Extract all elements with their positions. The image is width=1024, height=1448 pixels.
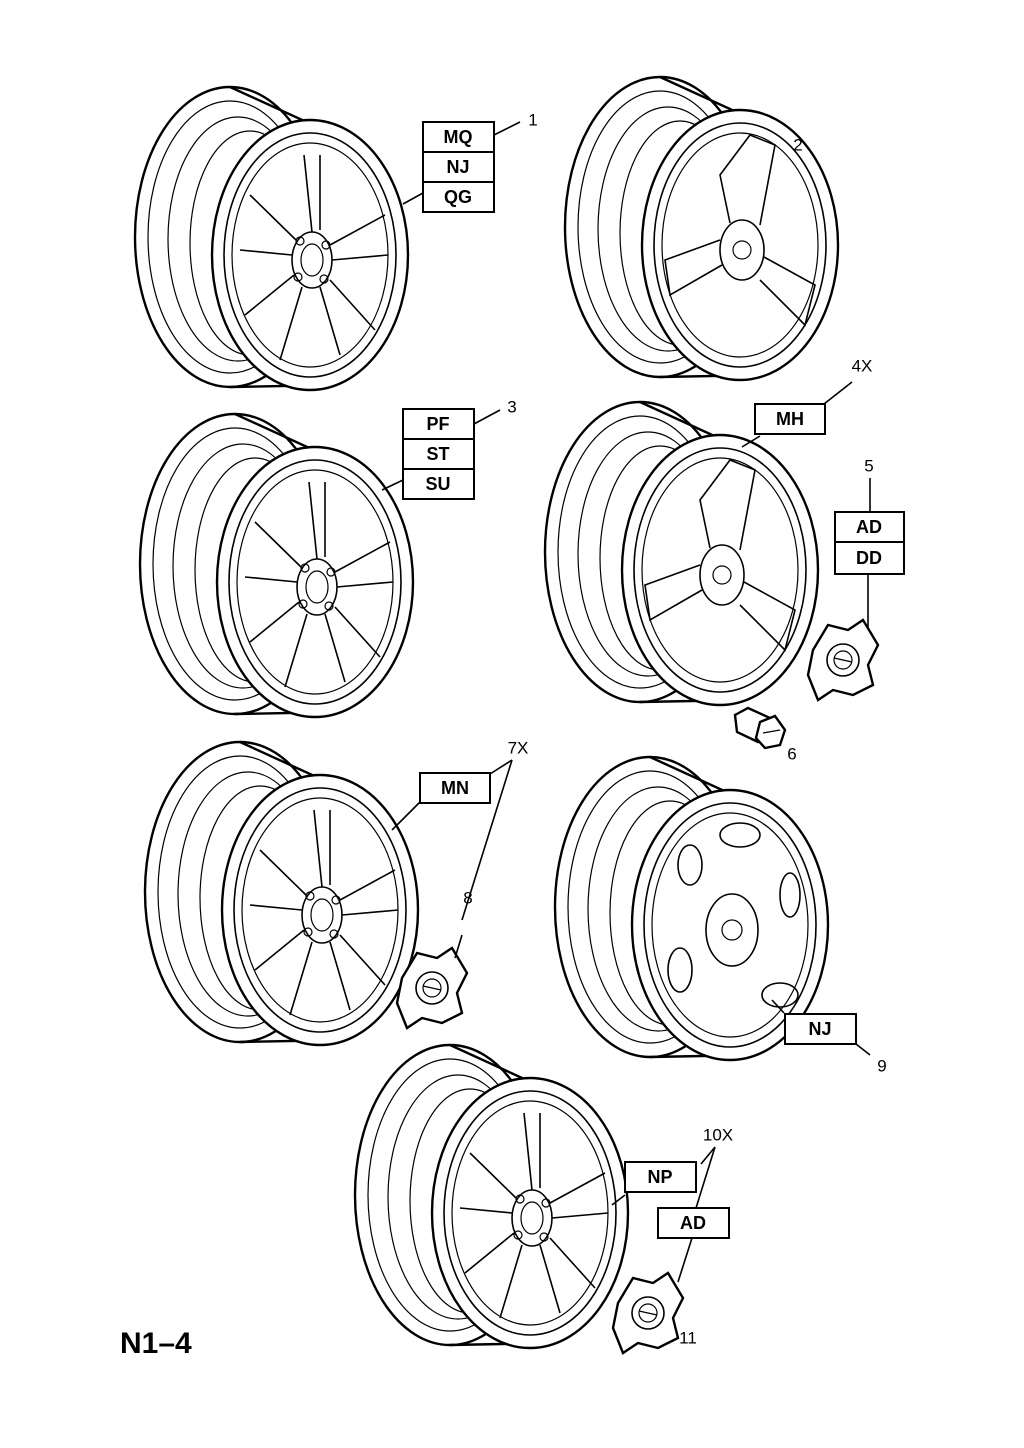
part-number-9: 9 xyxy=(877,1057,886,1076)
wheel-2-illustration xyxy=(565,77,838,380)
part-number-4: 4X xyxy=(852,357,873,376)
part-3-code-2: ST xyxy=(426,444,449,464)
part-5-code-2: DD xyxy=(856,548,882,568)
center-cap-5-icon xyxy=(806,618,880,702)
part-number-8: 8 xyxy=(463,889,472,908)
wheel-1-illustration xyxy=(135,87,408,390)
part-number-6: 6 xyxy=(787,745,796,764)
code-box-group-1: MQ NJ QG xyxy=(422,121,495,213)
code-box-group-5: AD DD xyxy=(834,511,905,575)
part-number-10: 10X xyxy=(703,1126,733,1145)
part-9-code-1: NJ xyxy=(808,1019,831,1039)
part-number-7: 7X xyxy=(508,739,529,758)
part-4-code-1: MH xyxy=(776,409,804,429)
part-number-5: 5 xyxy=(864,457,873,476)
part-1-code-3: QG xyxy=(444,187,472,207)
code-box-group-10: NP AD xyxy=(624,1161,730,1239)
wheel-10-illustration xyxy=(355,1045,628,1348)
code-box-group-3: PF ST SU xyxy=(402,408,475,500)
part-1-code-1: MQ xyxy=(444,127,473,147)
part-number-3: 3 xyxy=(507,398,516,417)
wheel-nut-icon xyxy=(733,706,787,750)
part-number-11: 11 xyxy=(679,1329,697,1348)
part-3-code-1: PF xyxy=(426,414,449,434)
code-box-group-9: NJ xyxy=(784,1013,857,1045)
wheel-4-illustration xyxy=(545,402,818,705)
wheel-3-illustration xyxy=(140,414,413,717)
page-identifier: N1–4 xyxy=(120,1327,192,1360)
part-5-code-1: AD xyxy=(856,517,882,537)
part-10-code-2: AD xyxy=(680,1213,706,1233)
leader-lines xyxy=(381,121,871,1283)
part-1-code-2: NJ xyxy=(446,157,469,177)
code-box-group-7: MN xyxy=(419,772,491,804)
part-3-code-3: SU xyxy=(425,474,450,494)
part-number-1: 1 xyxy=(528,111,537,130)
center-cap-11-icon xyxy=(611,1271,685,1355)
wheel-7-illustration xyxy=(145,742,418,1045)
part-10-code-1: NP xyxy=(647,1167,672,1187)
part-7-code-1: MN xyxy=(441,778,469,798)
part-number-2: 2 xyxy=(793,136,802,155)
code-box-group-4: MH xyxy=(754,403,826,435)
